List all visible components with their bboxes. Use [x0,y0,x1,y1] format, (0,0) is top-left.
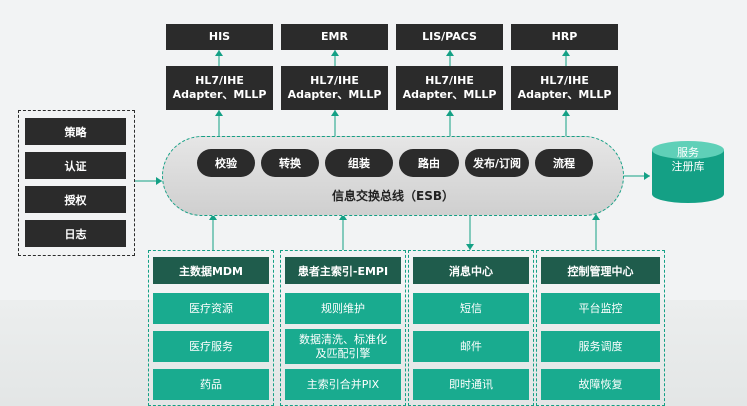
group-item: 故障恢复 [541,369,660,400]
group-message-center: 消息中心 短信 邮件 即时通讯 [408,250,534,406]
group-title: 消息中心 [413,257,529,284]
esb-bus: 校验 转换 组装 路由 发布/订阅 流程 信息交换总线（ESB） [162,136,624,216]
group-item: 医疗资源 [153,293,269,324]
authentication-item: 认证 [25,152,126,179]
system-hrp: HRP [511,24,618,50]
group-item: 药品 [153,369,269,400]
service-registry-label: 服务 注册库 [671,146,705,173]
group-item: 规则维护 [285,293,401,324]
adapter-emr: HL7/IHE Adapter、MLLP [281,66,388,110]
esb-function-transform: 转换 [261,149,319,177]
group-mdm: 主数据MDM 医疗资源 医疗服务 药品 [148,250,274,406]
esb-title: 信息交换总线（ESB） [332,189,454,203]
esb-function-assemble: 组装 [325,149,393,177]
adapter-his: HL7/IHE Adapter、MLLP [166,66,273,110]
group-title: 控制管理中心 [541,257,660,284]
security-panel: 策略 认证 授权 日志 [18,110,135,256]
adapter-lis-pacs: HL7/IHE Adapter、MLLP [396,66,503,110]
system-lis-pacs: LIS/PACS [396,24,503,50]
group-item: 平台监控 [541,293,660,324]
group-item: 医疗服务 [153,331,269,362]
esb-function-pubsub: 发布/订阅 [465,149,529,177]
adapter-hrp: HL7/IHE Adapter、MLLP [511,66,618,110]
esb-function-workflow: 流程 [535,149,593,177]
group-item: 邮件 [413,331,529,362]
esb-function-validate: 校验 [197,149,255,177]
group-title: 主数据MDM [153,257,269,284]
group-item: 数据清洗、标准化及匹配引擎 [285,329,401,364]
system-his: HIS [166,24,273,50]
esb-function-route: 路由 [399,149,459,177]
system-emr: EMR [281,24,388,50]
log-item: 日志 [25,220,126,247]
service-registry-icon [652,141,724,203]
group-empi: 患者主索引-EMPI 规则维护 数据清洗、标准化及匹配引擎 主索引合并PIX [280,250,406,406]
authorization-item: 授权 [25,186,126,213]
group-item: 短信 [413,293,529,324]
group-item: 即时通讯 [413,369,529,400]
group-item: 服务调度 [541,331,660,362]
group-control-center: 控制管理中心 平台监控 服务调度 故障恢复 [536,250,665,406]
group-item: 主索引合并PIX [285,369,401,400]
policy-item: 策略 [25,118,126,145]
group-title: 患者主索引-EMPI [285,257,401,284]
